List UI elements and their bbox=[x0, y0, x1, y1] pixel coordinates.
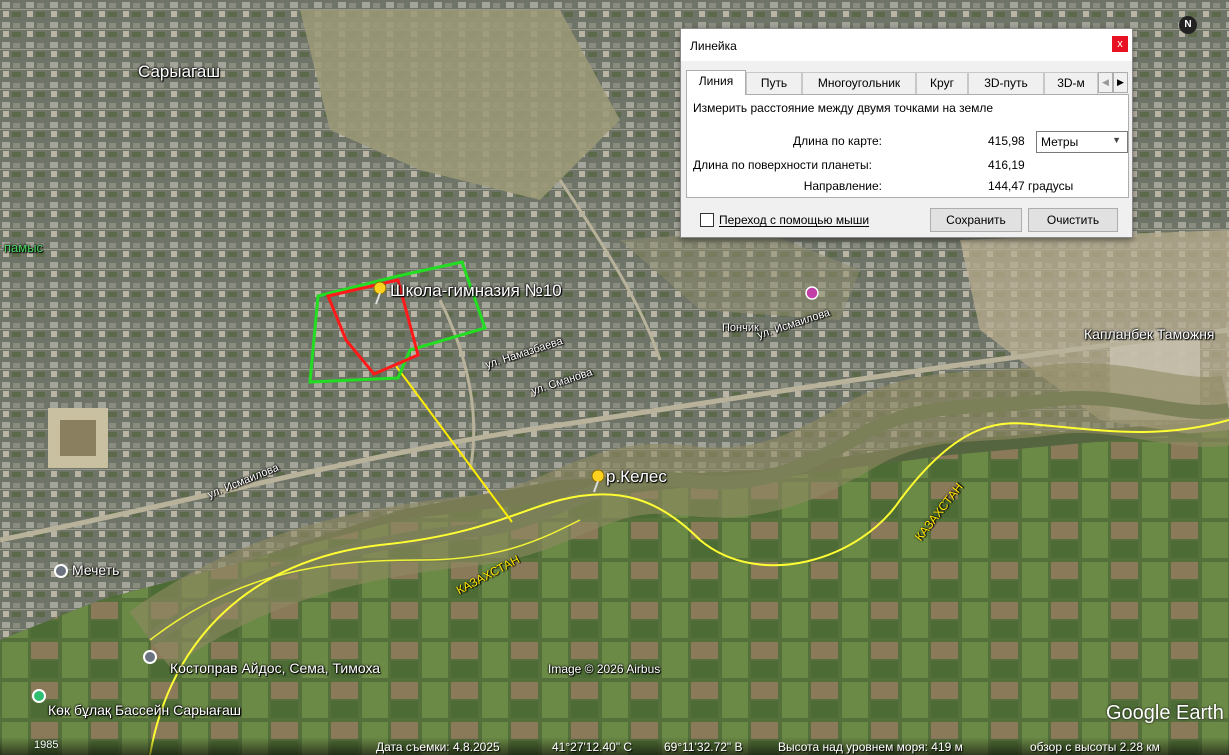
pushpin-icon[interactable] bbox=[372, 281, 388, 305]
bus-stop-icon bbox=[805, 286, 819, 300]
tab-3d-polygon[interactable]: 3D-м bbox=[1044, 72, 1098, 94]
surface-length-value: 416,19 bbox=[988, 158, 1025, 172]
green-area-polygon bbox=[308, 260, 487, 384]
tab-circle[interactable]: Круг bbox=[916, 72, 968, 94]
ruler-line-panel: Измерить расстояние между двумя точками … bbox=[686, 94, 1129, 198]
label-kaplanbek: Капланбек Таможня bbox=[1084, 326, 1215, 342]
units-select[interactable]: Метры ▼ bbox=[1036, 131, 1128, 153]
label-saryagash: Сарыагаш bbox=[138, 62, 220, 81]
clear-button[interactable]: Очистить bbox=[1028, 208, 1118, 232]
ruler-description: Измерить расстояние между двумя точками … bbox=[693, 101, 994, 115]
label-kostoprav: Костоправ Айдос, Сема, Тимоха bbox=[170, 660, 381, 676]
mouse-nav-label[interactable]: Переход с помощью мыши bbox=[719, 213, 870, 227]
pushpin-icon[interactable] bbox=[590, 469, 606, 493]
surface-length-label: Длина по поверхности планеты: bbox=[693, 158, 872, 172]
status-bar: Дата съемки: 4.8.2025 41°27'12.40" С 69°… bbox=[0, 737, 1229, 755]
tab-scroll-left-icon[interactable]: ◀ bbox=[1098, 72, 1113, 93]
red-area-polygon bbox=[325, 278, 420, 376]
image-copyright: Image © 2026 Airbus bbox=[548, 662, 661, 676]
country-border-line bbox=[149, 419, 1229, 755]
label-kokbulak: Көк бұлақ Бассейн Сарыағаш bbox=[48, 702, 241, 718]
label-mosque: Мечеть bbox=[72, 562, 120, 578]
chevron-down-icon: ▼ bbox=[1112, 135, 1121, 145]
tab-path[interactable]: Путь bbox=[746, 72, 802, 94]
label-river[interactable]: р.Келес bbox=[606, 467, 667, 486]
ruler-titlebar[interactable]: Линейка x bbox=[681, 29, 1132, 61]
map-length-value: 415,98 bbox=[988, 134, 1025, 148]
ruler-measure-line bbox=[395, 365, 513, 523]
eye-altitude-readout: обзор с высоты 2.28 км bbox=[1030, 740, 1160, 754]
tab-line[interactable]: Линия bbox=[686, 70, 746, 95]
ruler-dialog: Линейка x Линия Путь Многоугольник Круг … bbox=[680, 28, 1133, 238]
tab-polygon[interactable]: Многоугольник bbox=[802, 72, 916, 94]
elevation-readout: Высота над уровнем моря: 419 м bbox=[778, 740, 963, 754]
capture-date: Дата съемки: 4.8.2025 bbox=[376, 740, 500, 754]
google-earth-logo: Google Earth bbox=[1106, 702, 1224, 724]
map-length-label: Длина по карте: bbox=[793, 134, 882, 148]
latitude-readout: 41°27'12.40" С bbox=[552, 740, 633, 754]
location-pin-icon[interactable] bbox=[32, 689, 46, 703]
label-pyshka: Пончик bbox=[722, 322, 759, 334]
mouse-nav-checkbox[interactable] bbox=[700, 213, 714, 227]
ruler-title: Линейка bbox=[690, 39, 737, 53]
location-pin-icon[interactable] bbox=[143, 650, 157, 664]
units-selected-value: Метры bbox=[1041, 135, 1079, 149]
tab-3d-path[interactable]: 3D-путь bbox=[968, 72, 1044, 94]
historical-imagery-year[interactable]: 1985 bbox=[34, 739, 59, 751]
mosque-icon[interactable] bbox=[54, 564, 68, 578]
save-button[interactable]: Сохранить bbox=[930, 208, 1022, 232]
tab-scroll-right-icon[interactable]: ▶ bbox=[1113, 72, 1128, 93]
heading-label: Направление: bbox=[803, 179, 882, 193]
label-school[interactable]: Школа-гимназия №10 bbox=[390, 281, 562, 300]
longitude-readout: 69°11'32.72" В bbox=[664, 740, 743, 754]
heading-value: 144,47 градусы bbox=[988, 179, 1074, 193]
close-icon[interactable]: x bbox=[1112, 36, 1128, 52]
compass-icon[interactable]: N bbox=[1179, 16, 1197, 34]
label-pamys: памыс bbox=[4, 240, 44, 255]
